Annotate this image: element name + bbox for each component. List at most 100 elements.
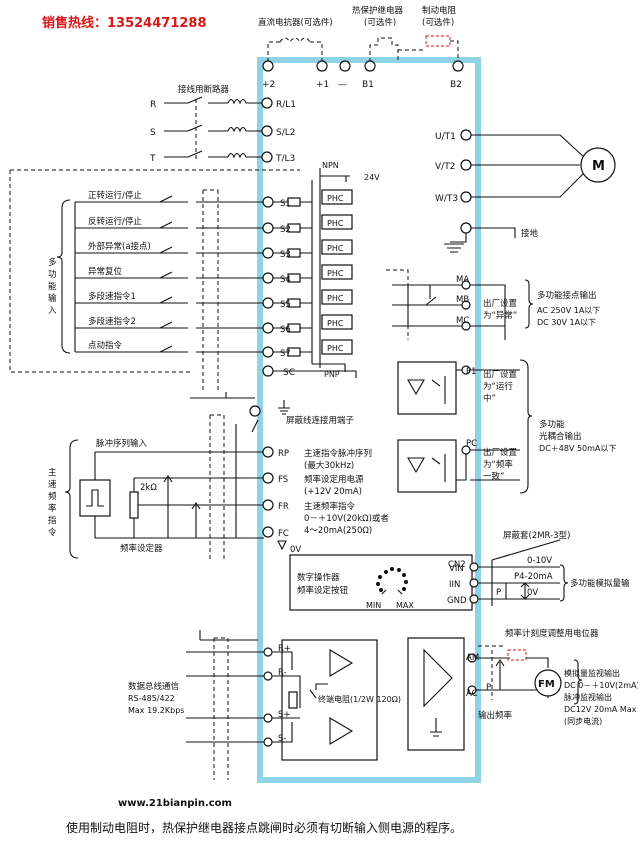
terminal-fr: FR [278, 502, 289, 512]
site-url: www.21bianpin.com [118, 798, 232, 809]
terminal-p1: P1 [466, 367, 477, 377]
terminal-ac: AC [466, 689, 478, 699]
meter-title: 频率计刻度调整用电位器 [505, 628, 599, 639]
meter-desc-5: (同步电流) [564, 716, 602, 726]
inverter-body [257, 57, 481, 783]
terminal-s1: S1 [280, 199, 291, 209]
analog-p-label: P [496, 588, 501, 598]
terminal-s3: S3 [280, 250, 291, 260]
brake-resistor-opt: (可选件) [422, 17, 454, 28]
terminal-rl1: R/L1 [276, 100, 296, 110]
terminal-s2: S2 [280, 225, 291, 235]
shield-label: 屏蔽线连接用端子 [286, 415, 355, 426]
fault-rating-ac: AC 250V 1A以下 [537, 306, 600, 315]
brake-resistor-label: 制动电阻 [422, 5, 457, 16]
dc-reactor-symbol [267, 37, 323, 62]
meter-desc-4: DC12V 20mA Max [564, 705, 637, 714]
fault-title: 多功能接点输出 [537, 290, 597, 301]
terminal-sminus: S- [278, 734, 286, 744]
terminal-iin: IIN [449, 580, 460, 590]
pot-value: 2kΩ [140, 483, 157, 493]
inputs-group-5: 入 [48, 306, 57, 316]
phc-5: PHC [327, 294, 344, 303]
range-4-20ma: P4-20mA [514, 572, 553, 582]
terminal-rminus: R- [278, 668, 287, 678]
pc-factory-1: 出厂设置 [483, 447, 518, 458]
cn2-label: CN2 [448, 560, 466, 570]
shield-terminal [190, 370, 357, 433]
terminal-sc: SC [283, 368, 295, 378]
fault-factory-2: 为“异常” [483, 310, 517, 321]
dc-reactor-label: 直流电抗器(可选件) [258, 17, 333, 28]
top-terminals [262, 60, 464, 72]
meter-wiring [407, 637, 583, 751]
rp-desc-1: 主速指令脉冲序列 [304, 448, 372, 459]
phc-boxes [321, 189, 353, 355]
fs-desc-1: 频率设定用电源 [304, 474, 364, 485]
terminal-rp: RP [278, 449, 289, 459]
motor-wiring [444, 129, 616, 253]
footer-note: 使用制动电阻时，热保护继电器接点跳闸时必须有切断输入侧电源的程序。 [66, 820, 462, 835]
inputs-group-2: 功 [48, 269, 57, 280]
input-label-2: 反转运行/停止 [88, 216, 142, 227]
freq-group-2: 速 [48, 480, 57, 490]
terminal-gnd: GND [447, 596, 467, 606]
phc-4: PHC [327, 269, 344, 278]
thermal-relay-opt: (可选件) [364, 17, 396, 28]
fault-factory-1: 出厂设置 [483, 298, 518, 309]
terminal-am: AM [466, 653, 479, 663]
input-label-6: 多段速指令2 [88, 316, 136, 327]
hotline: 销售热线：13524471288 [42, 15, 207, 31]
terminal-fc: FC [278, 529, 289, 539]
input-label-5: 多段速指令1 [88, 291, 136, 302]
operator-label-1: 数字操作器 [297, 572, 340, 583]
terminal-vin: VIN [449, 564, 464, 574]
knob-max: MAX [396, 601, 414, 610]
fr-desc-1: 主速频率指令 [304, 501, 356, 512]
photo-title-1: 多功能 [539, 419, 565, 430]
freq-group-6: 令 [48, 527, 57, 538]
terminal-plus2: +2 [262, 80, 275, 90]
terminal-s5: S5 [280, 300, 291, 310]
freq-group-5: 指 [48, 515, 57, 526]
photocoupler-outputs [397, 359, 533, 494]
terminal-mb: MB [456, 295, 469, 305]
photo-title-2: 光耦合输出 [539, 431, 582, 442]
phc-3: PHC [327, 244, 344, 253]
terminal-b1: B1 [362, 80, 374, 90]
operator-label-2: 频率设定按钮 [297, 585, 349, 596]
meter-desc-2: DC 0－＋10V(2mA) [564, 681, 638, 690]
terminal-mc: MC [456, 316, 469, 326]
fr-desc-3: 4～20mA(250Ω) [304, 526, 372, 536]
motor-symbol [580, 147, 616, 183]
ground-label: 接地 [521, 228, 539, 239]
p1-factory-1: 出厂设置 [483, 369, 518, 380]
photo-title-3: DC＋48V 50mA以下 [539, 444, 616, 453]
input-rows [74, 168, 350, 392]
phc-6: PHC [327, 319, 344, 328]
fm-label: FM [538, 679, 555, 690]
terminal-rplus: R+ [278, 644, 291, 654]
pc-factory-2: 为“频率 [483, 459, 513, 470]
terminal-vt2: V/T2 [435, 162, 455, 172]
terminal-minus: — [338, 80, 347, 90]
terminal-s4: S4 [280, 275, 291, 285]
power-input-wiring [164, 96, 273, 163]
terminal-ma: MA [456, 275, 469, 285]
phase-s: S [150, 128, 156, 138]
inputs-group-1: 多 [48, 257, 57, 268]
terminal-s6: S6 [280, 325, 291, 335]
fault-rating-dc: DC 30V 1A以下 [537, 318, 596, 327]
inputs-group-3: 能 [48, 281, 57, 292]
fr-desc-2: 0－＋10V(20kΩ)或者 [304, 513, 389, 524]
pnp-label: PNP [324, 370, 340, 379]
motor-label: M [592, 159, 605, 174]
thermal-relay-label: 热保护继电器 [352, 5, 404, 16]
terminal-splus: S+ [278, 710, 291, 720]
phc-2: PHC [327, 219, 344, 228]
terminal-plus1: +1 [316, 80, 329, 90]
fault-contact [386, 269, 534, 340]
termination-label: 终端电阻(1/2W 120Ω) [318, 694, 401, 704]
freq-ref-wiring [64, 414, 287, 560]
